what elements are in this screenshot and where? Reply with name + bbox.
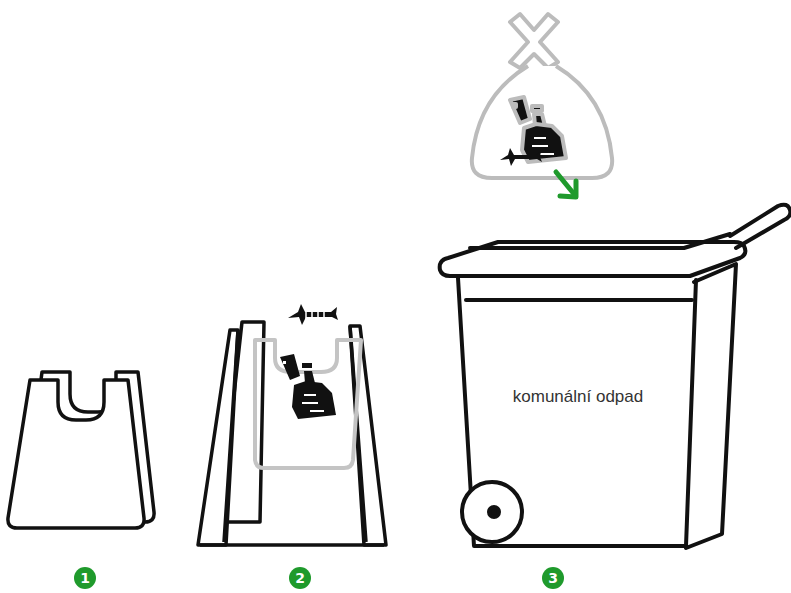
drop-arrow	[556, 172, 576, 197]
fish-bone	[288, 304, 338, 325]
callout-number: 2	[289, 567, 311, 589]
callout-number: 1	[74, 567, 96, 589]
fish-ribs	[306, 311, 324, 321]
bag-body	[472, 66, 612, 178]
inner-bag	[255, 340, 361, 468]
waste-bin	[440, 205, 791, 548]
callout-number: 3	[542, 567, 564, 589]
bin-handle	[730, 205, 790, 248]
bin-wheel	[462, 482, 522, 542]
tied-bag	[472, 14, 612, 178]
bag-bottom	[200, 543, 384, 547]
arrow-head	[560, 181, 576, 197]
bag-fold	[224, 326, 366, 542]
arrow-shaft	[556, 172, 574, 194]
bin-rim	[466, 298, 692, 302]
fish-bone	[500, 148, 542, 166]
bin-side	[686, 264, 736, 548]
bin-body	[458, 278, 696, 546]
bin-label-box: komunální odpad	[497, 380, 659, 415]
bin-label: komunální odpad	[503, 386, 653, 409]
empty-bag	[8, 372, 154, 528]
wheel-hub	[489, 507, 499, 517]
bag-knot	[510, 14, 558, 68]
lid-rim	[470, 234, 730, 248]
filled-bag	[198, 304, 386, 545]
bag-front	[8, 380, 144, 528]
